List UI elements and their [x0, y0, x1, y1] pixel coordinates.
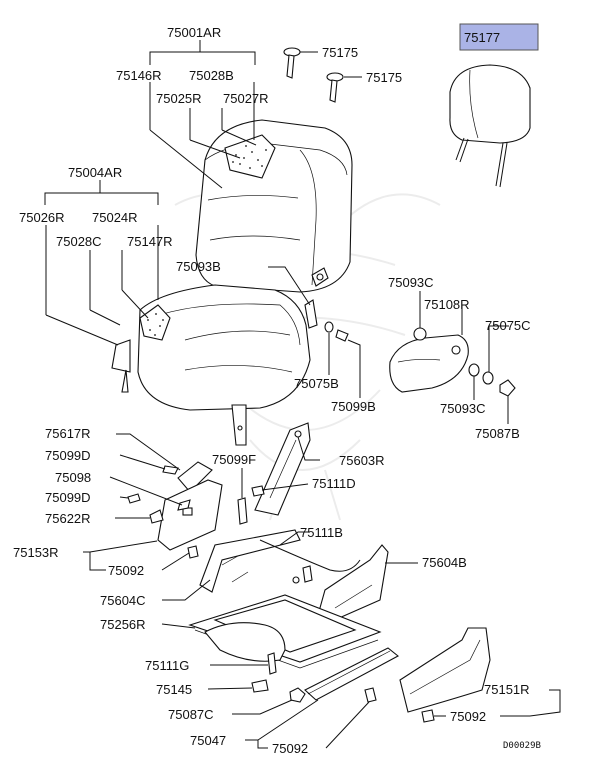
- label-75098: 75098: [55, 470, 91, 485]
- label-75092-left: 75092: [108, 563, 144, 578]
- label-75111B: 75111B: [300, 525, 343, 540]
- label-75093C-upper: 75093C: [388, 275, 434, 290]
- label-75146R: 75146R: [116, 68, 162, 83]
- label-75075B: 75075B: [294, 376, 339, 391]
- label-75099D-upper: 75099D: [45, 448, 91, 463]
- label-75108R: 75108R: [424, 297, 470, 312]
- label-75617R: 75617R: [45, 426, 91, 441]
- label-75175-lower: 75175: [366, 70, 402, 85]
- headrest-guide-upper: [283, 47, 301, 79]
- label-75622R: 75622R: [45, 511, 91, 526]
- label-75025R: 75025R: [156, 91, 202, 106]
- side-cover: [389, 327, 516, 397]
- label-75153R: 75153R: [13, 545, 59, 560]
- seat-cushion: [111, 284, 311, 446]
- label-75093B: 75093B: [176, 259, 221, 274]
- label-75092-bottom: 75092: [272, 741, 308, 756]
- label-75151R: 75151R: [484, 682, 530, 697]
- label-75024R: 75024R: [92, 210, 138, 225]
- label-75099F: 75099F: [212, 452, 256, 467]
- seatback: [195, 119, 353, 293]
- label-75087B: 75087B: [475, 426, 520, 441]
- headrest-guide-lower: [326, 72, 344, 103]
- label-75177: 75177: [464, 30, 500, 45]
- headrest: [449, 64, 531, 188]
- label-75604C: 75604C: [100, 593, 146, 608]
- label-75093C-lower: 75093C: [440, 401, 486, 416]
- label-75256R: 75256R: [100, 617, 146, 632]
- label-75111G: 75111G: [145, 658, 189, 673]
- label-75175-upper: 75175: [322, 45, 358, 60]
- hinge-bolts: [304, 299, 349, 342]
- label-75092-right: 75092: [450, 709, 486, 724]
- label-75099D-lower: 75099D: [45, 490, 91, 505]
- seat-frame: [127, 422, 491, 723]
- label-75603R: 75603R: [339, 453, 385, 468]
- label-75087C: 75087C: [168, 707, 214, 722]
- label-75111D: 75111D: [312, 476, 356, 491]
- label-75026R: 75026R: [19, 210, 65, 225]
- label-75604B: 75604B: [422, 555, 467, 570]
- label-75047: 75047: [190, 733, 226, 748]
- label-75075C: 75075C: [485, 318, 531, 333]
- drawing-reference: D00029B: [503, 741, 541, 751]
- label-75028C: 75028C: [56, 234, 102, 249]
- label-75145: 75145: [156, 682, 192, 697]
- label-75147R: 75147R: [127, 234, 173, 249]
- label-75027R: 75027R: [223, 91, 269, 106]
- label-75028B: 75028B: [189, 68, 234, 83]
- leader-lines: [44, 40, 561, 749]
- label-75099B: 75099B: [331, 399, 376, 414]
- label-75001AR: 75001AR: [167, 25, 221, 40]
- part-labels: 75001AR 75146R 75028B 75025R 75027R 7517…: [13, 25, 541, 756]
- highlight-box: [459, 23, 539, 51]
- label-75004AR: 75004AR: [68, 165, 122, 180]
